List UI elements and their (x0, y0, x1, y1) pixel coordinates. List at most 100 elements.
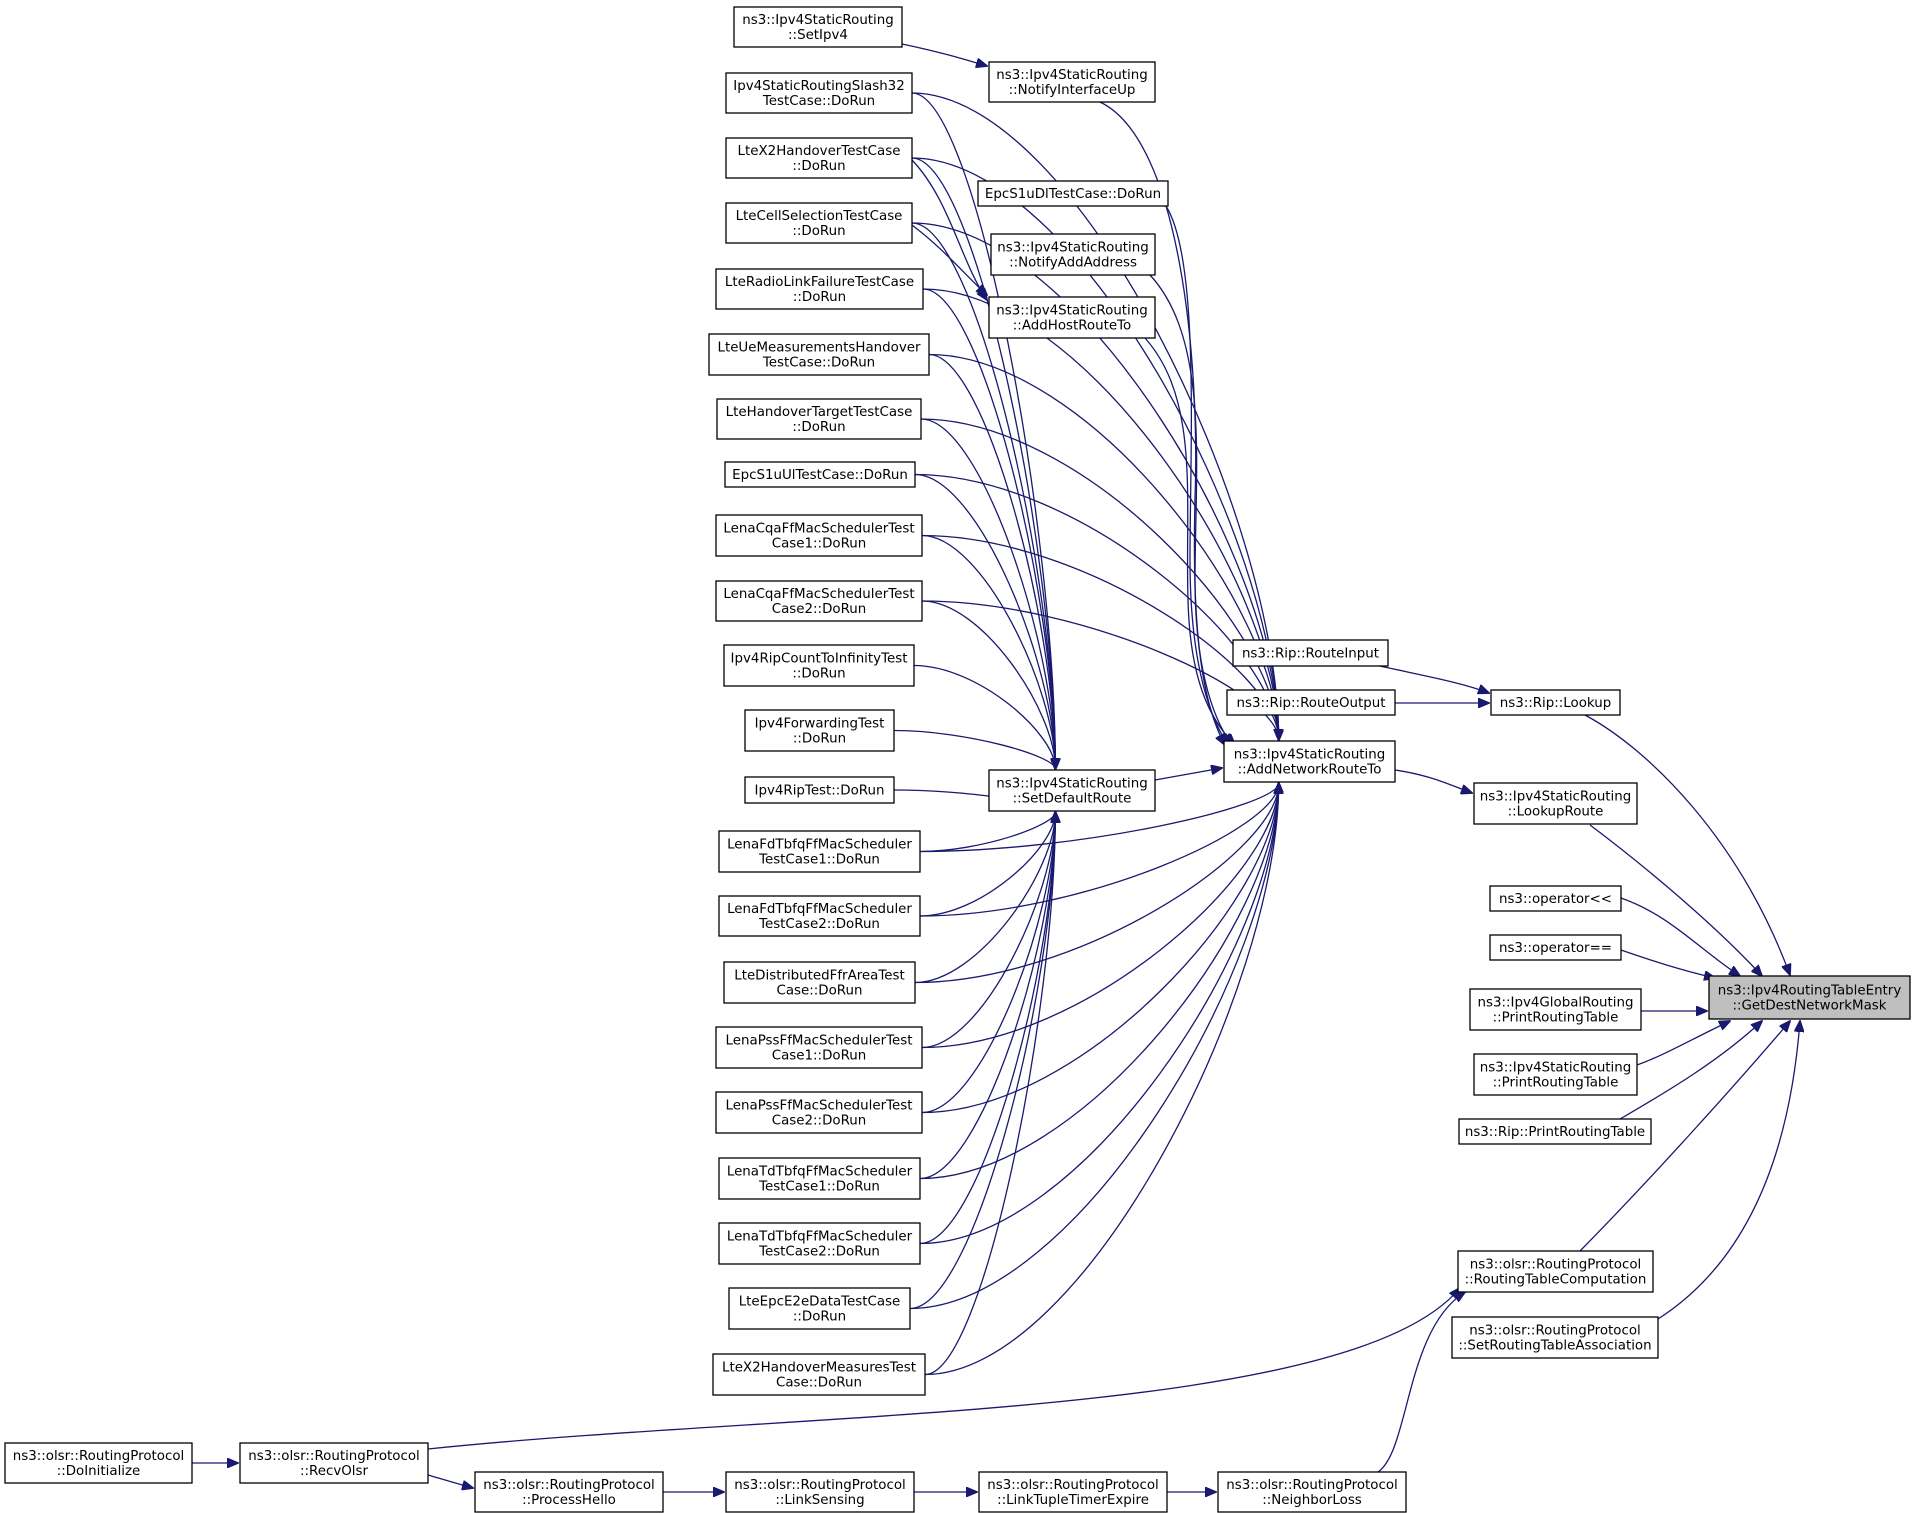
node-label: ::AddNetworkRouteTo (1238, 763, 1382, 778)
node-label: Case2::DoRun (772, 602, 867, 617)
node-label: Case::DoRun (776, 1376, 862, 1391)
node-cellsel[interactable]: LteCellSelectionTestCase::DoRun (725, 202, 913, 244)
node-rlf[interactable]: LteRadioLinkFailureTestCase::DoRun (715, 268, 924, 310)
edge-fdt2-to-setdef (919, 812, 1055, 917)
edge-layer (192, 43, 1800, 1492)
edge-fdt1-to-addnet (919, 783, 1279, 853)
node-notifyup[interactable]: ns3::Ipv4StaticRouting::NotifyInterfaceU… (988, 61, 1156, 103)
node-fwdtest[interactable]: Ipv4ForwardingTest::DoRun (744, 709, 895, 752)
node-label: Ipv4ForwardingTest (755, 717, 885, 732)
node-label: Ipv4RipTest::DoRun (755, 784, 885, 799)
edge-cqa1-to-setdef (921, 534, 1055, 770)
node-riplookup[interactable]: ns3::Rip::Lookup (1490, 689, 1621, 716)
node-layer: ns3::Ipv4RoutingTableEntry::GetDestNetwo… (4, 6, 1911, 1513)
node-neighloss[interactable]: ns3::olsr::RoutingProtocol::NeighborLoss (1217, 1471, 1407, 1513)
node-label: ::AddHostRouteTo (1013, 319, 1131, 334)
node-linkexpire[interactable]: ns3::olsr::RoutingProtocol::LinkTupleTim… (978, 1471, 1168, 1513)
node-x2ho[interactable]: LteX2HandoverTestCase::DoRun (725, 137, 913, 179)
node-label: TestCase1::DoRun (758, 1180, 880, 1195)
node-label: LteRadioLinkFailureTestCase (725, 275, 914, 290)
node-label: LteX2HandoverTestCase (738, 144, 901, 159)
node-label: ns3::Rip::RouteOutput (1237, 696, 1386, 711)
node-label: EpcS1uDlTestCase::DoRun (985, 187, 1161, 202)
node-label: ns3::Ipv4StaticRouting (996, 777, 1148, 792)
node-prochello[interactable]: ns3::olsr::RoutingProtocol::ProcessHello (474, 1471, 664, 1513)
node-label: ::SetDefaultRoute (1013, 792, 1132, 807)
edge-notifyup-to-addnet (1099, 101, 1225, 745)
node-ripprint[interactable]: ns3::Rip::PrintRoutingTable (1458, 1118, 1652, 1145)
node-label: TestCase1::DoRun (758, 853, 880, 868)
node-riptest[interactable]: Ipv4RipTest::DoRun (744, 776, 895, 804)
node-rtassoc[interactable]: ns3::olsr::RoutingProtocol::SetRoutingTa… (1451, 1316, 1659, 1359)
node-notifyadd[interactable]: ns3::Ipv4StaticRouting::NotifyAddAddress (990, 233, 1156, 276)
node-hotarget[interactable]: LteHandoverTargetTestCase::DoRun (716, 398, 922, 440)
node-label: ns3::olsr::RoutingProtocol (248, 1449, 420, 1464)
node-label: ns3::Ipv4StaticRouting (996, 304, 1148, 319)
node-linksense[interactable]: ns3::olsr::RoutingProtocol::LinkSensing (725, 1471, 915, 1513)
node-epcdl[interactable]: EpcS1uDlTestCase::DoRun (977, 180, 1169, 207)
node-addhost[interactable]: ns3::Ipv4StaticRouting::AddHostRouteTo (988, 296, 1156, 339)
edge-epce2e-to-setdef (909, 812, 1055, 1310)
edge-opeq-to-target (1620, 949, 1715, 978)
node-globalprint[interactable]: ns3::Ipv4GlobalRouting::PrintRoutingTabl… (1469, 988, 1642, 1031)
node-setdef[interactable]: ns3::Ipv4StaticRouting::SetDefaultRoute (988, 769, 1156, 812)
node-oplt[interactable]: ns3::operator<< (1489, 885, 1622, 912)
edge-cellsel-to-addhost (911, 224, 987, 295)
node-ripinf[interactable]: Ipv4RipCountToInfinityTest::DoRun (723, 644, 915, 687)
node-label: ns3::Ipv4StaticRouting (1480, 1061, 1632, 1076)
edge-hotarget-to-setdef (920, 418, 1055, 769)
node-recvolsr[interactable]: ns3::olsr::RoutingProtocol::RecvOlsr (239, 1442, 429, 1484)
edge-slash32-to-setdef (911, 92, 1055, 769)
node-routeinput[interactable]: ns3::Rip::RouteInput (1232, 639, 1389, 667)
node-rtcomp[interactable]: ns3::olsr::RoutingProtocol::RoutingTable… (1457, 1250, 1654, 1293)
node-label: ns3::olsr::RoutingProtocol (1469, 1324, 1641, 1339)
node-label: Ipv4StaticRoutingSlash32 (733, 79, 904, 94)
node-routeoutput[interactable]: ns3::Rip::RouteOutput (1226, 689, 1396, 716)
node-setipv4[interactable]: ns3::Ipv4StaticRouting::SetIpv4 (733, 6, 903, 48)
edge-fwdtest-to-setdef (893, 729, 1055, 770)
edge-rtassoc-to-target (1657, 1021, 1800, 1320)
edge-cqa2-to-setdef (921, 600, 1055, 769)
node-label: LteUeMeasurementsHandover (717, 341, 921, 356)
node-label: ::DoRun (792, 159, 845, 174)
node-label: ::PrintRoutingTable (1493, 1076, 1619, 1091)
node-epcul[interactable]: EpcS1uUlTestCase::DoRun (724, 461, 916, 488)
node-staticprint[interactable]: ns3::Ipv4StaticRouting::PrintRoutingTabl… (1473, 1053, 1638, 1096)
node-label: ::DoRun (793, 1310, 846, 1325)
edge-pss2-to-addnet (921, 783, 1279, 1114)
node-label: ns3::Ipv4StaticRouting (996, 68, 1148, 83)
node-target[interactable]: ns3::Ipv4RoutingTableEntry::GetDestNetwo… (1708, 975, 1911, 1020)
node-doinit[interactable]: ns3::olsr::RoutingProtocol::DoInitialize (4, 1442, 193, 1484)
node-label: ns3::olsr::RoutingProtocol (734, 1478, 906, 1493)
node-epce2e[interactable]: LteEpcE2eDataTestCase::DoRun (728, 1287, 911, 1330)
node-label: ::RoutingTableComputation (1465, 1273, 1647, 1288)
node-opeq[interactable]: ns3::operator== (1489, 934, 1622, 961)
node-label: LenaFdTbfqFfMacScheduler (727, 902, 912, 917)
edge-rlf-to-setdef (922, 288, 1055, 769)
node-label: ::DoRun (792, 420, 845, 435)
node-label: LenaCqaFfMacSchedulerTest (723, 522, 914, 537)
node-label: ns3::Rip::Lookup (1500, 696, 1612, 711)
node-label: LenaTdTbfqFfMacScheduler (727, 1230, 913, 1245)
edge-pss1-to-addnet (921, 783, 1279, 1049)
edge-rtcomp-to-target (1579, 1021, 1790, 1252)
edge-x2meas-to-setdef (924, 812, 1055, 1376)
edge-setdef-to-addnet (1154, 768, 1222, 781)
node-addnet[interactable]: ns3::Ipv4StaticRouting::AddNetworkRouteT… (1223, 740, 1396, 783)
node-label: Case1::DoRun (772, 1049, 867, 1064)
node-label: ns3::Ipv4StaticRouting (1480, 790, 1632, 805)
node-label: ns3::operator<< (1499, 892, 1612, 907)
node-lookuproute[interactable]: ns3::Ipv4StaticRouting::LookupRoute (1473, 782, 1638, 825)
